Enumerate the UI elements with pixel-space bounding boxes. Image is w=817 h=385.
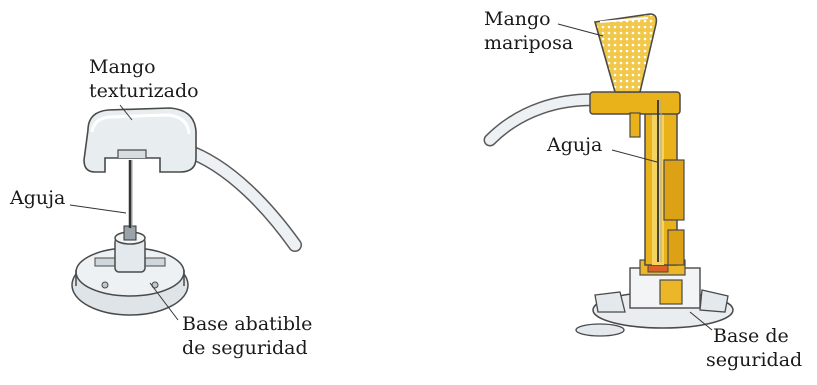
left-needle-label: Aguja: [10, 187, 66, 209]
left-device: [69, 104, 302, 321]
left-textured-handle: [83, 107, 197, 173]
butterfly-body: [589, 91, 685, 266]
left-base-label-line2: de seguridad: [182, 337, 308, 359]
right-device: [483, 13, 734, 337]
right-handle-label-line2: mariposa: [484, 32, 574, 54]
left-handle-label-line2: texturizado: [89, 80, 199, 102]
right-needle-label: Aguja: [547, 134, 603, 156]
right-safety-base: [575, 256, 734, 337]
right-base-label-line1: Base de: [713, 325, 789, 347]
right-base-label-line2: seguridad: [706, 349, 803, 371]
right-handle-label-line1: Mango: [484, 8, 551, 30]
butterfly-handle: [593, 13, 658, 93]
left-handle-label-line1: Mango: [89, 56, 156, 78]
left-base-label-line1: Base abatible: [182, 313, 313, 335]
